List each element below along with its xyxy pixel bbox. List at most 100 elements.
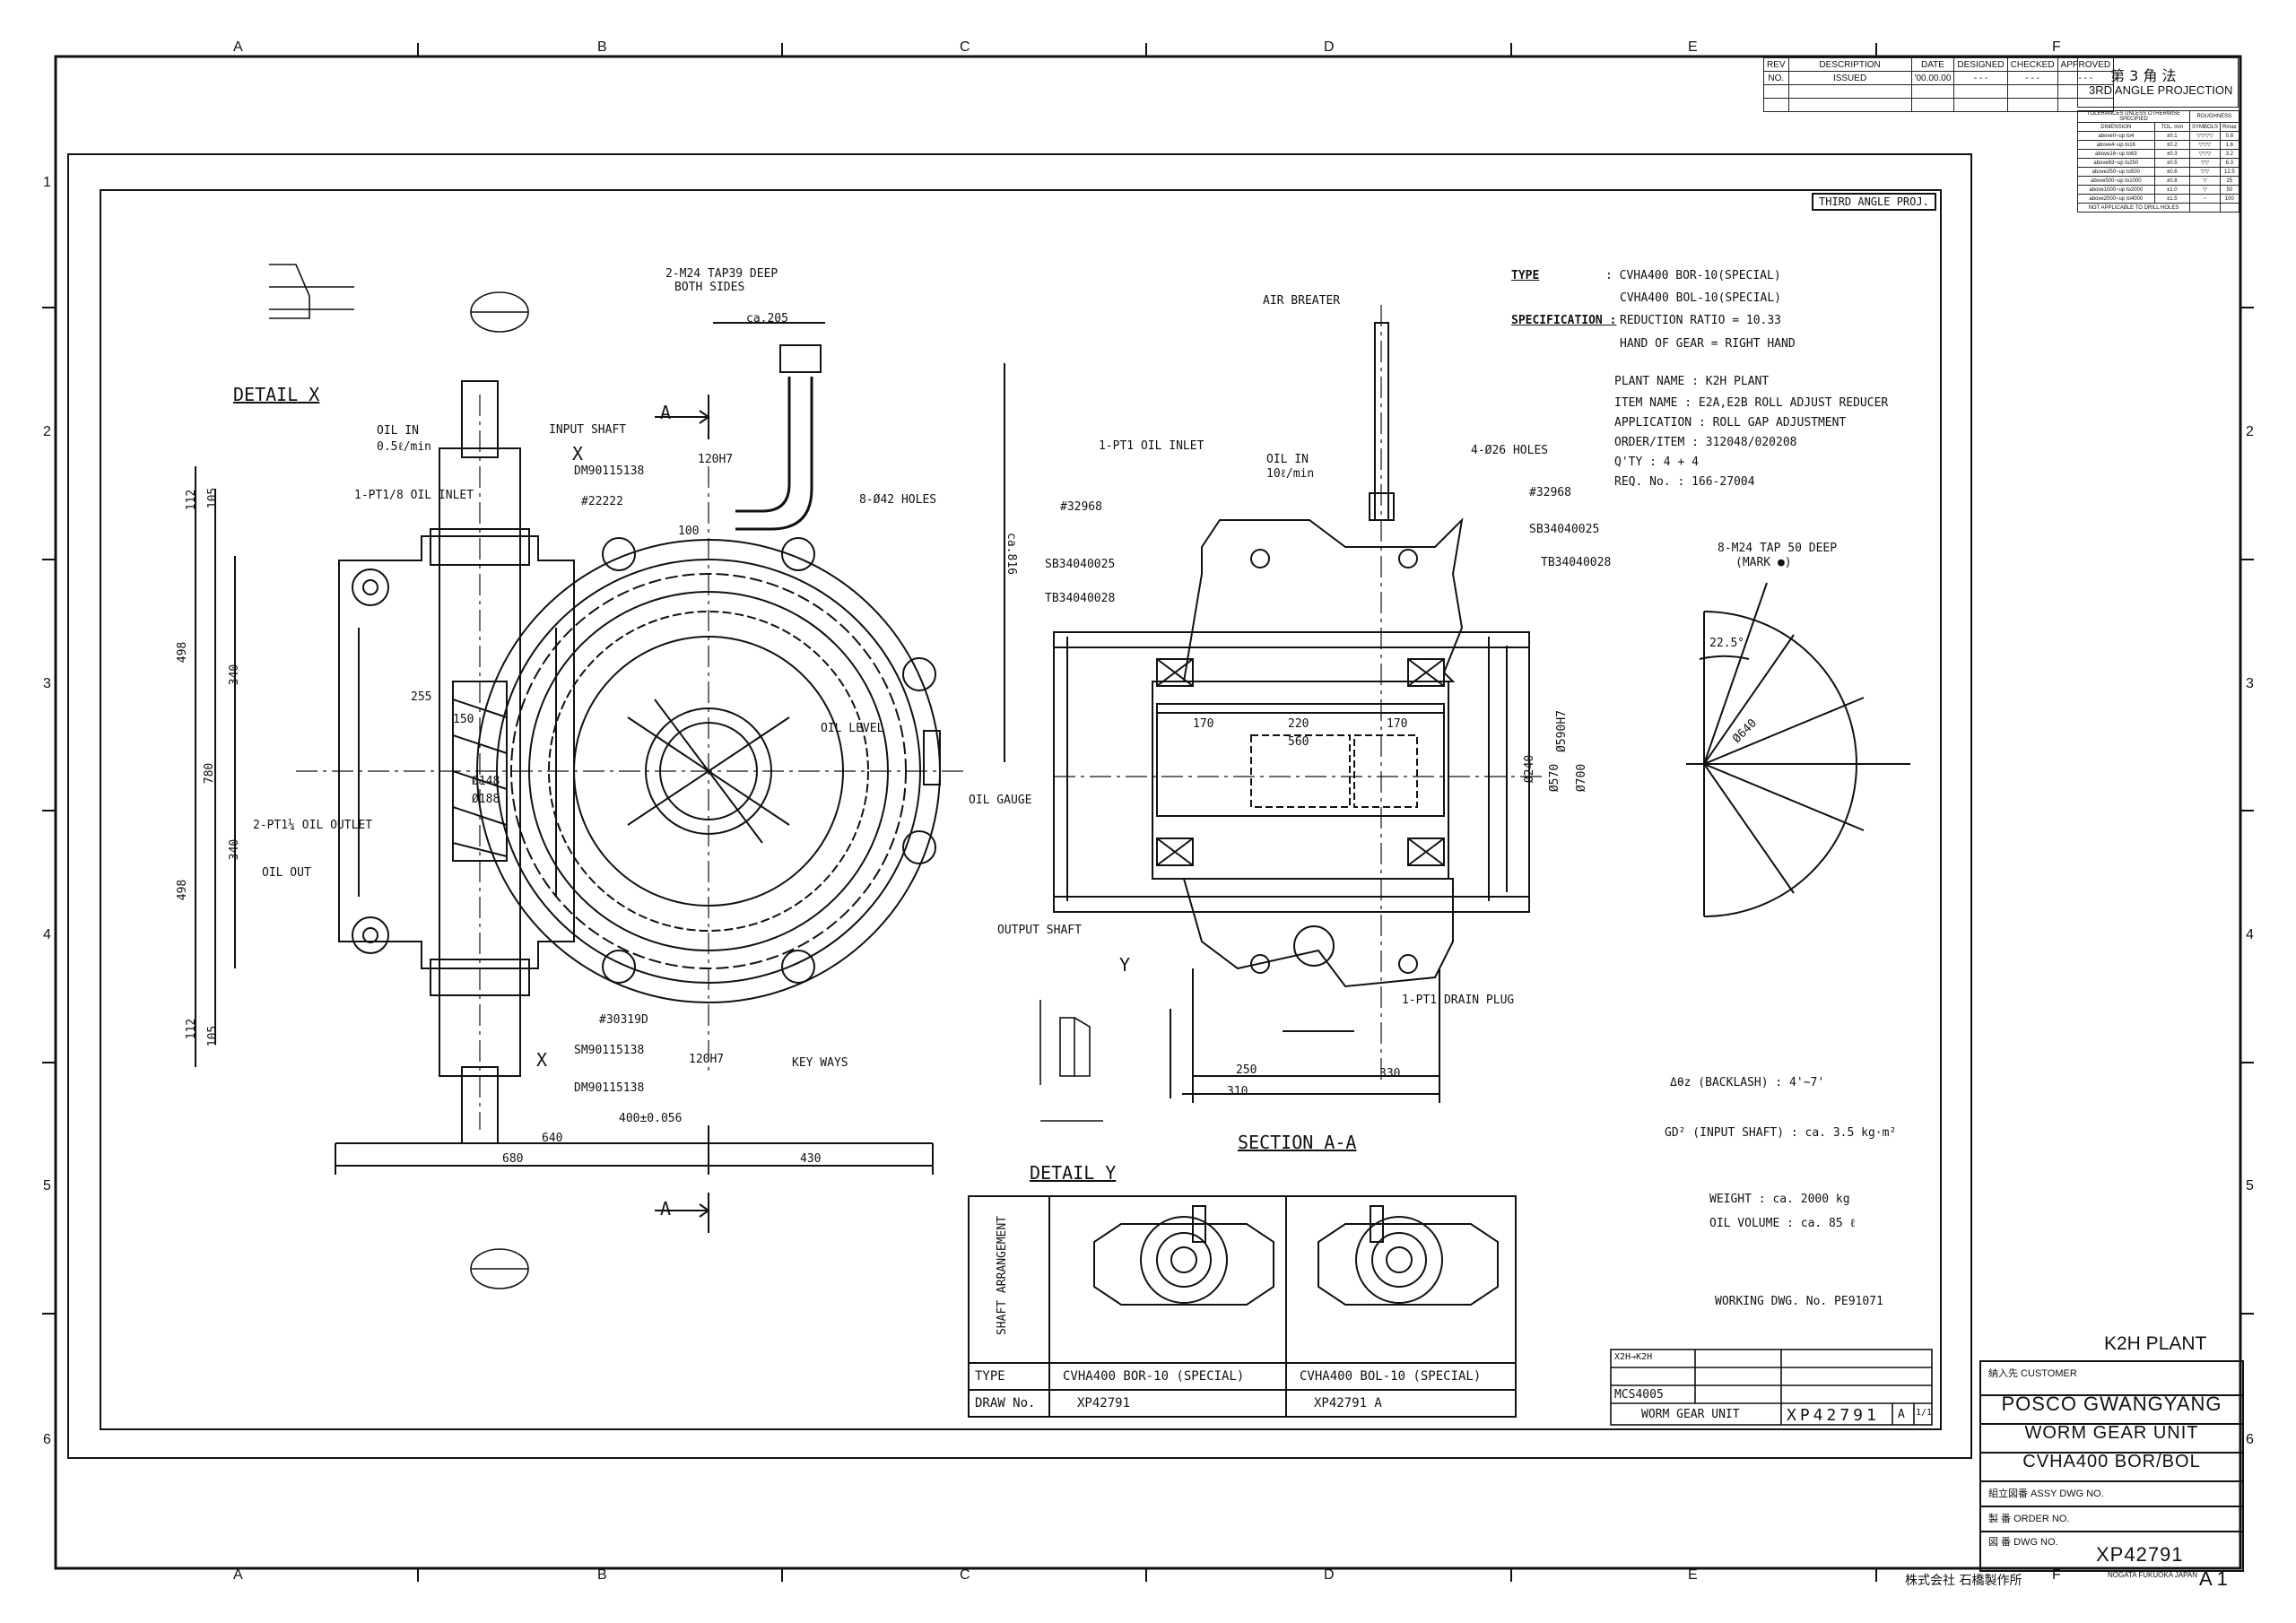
tol-row-rmax: 0.8 xyxy=(2220,131,2239,141)
zone-5-left: 5 xyxy=(43,1178,51,1193)
zone-f-bottom: F xyxy=(2052,1567,2061,1583)
dwg-no-label: 図 番 DWG NO. xyxy=(1988,1537,2058,1548)
tol-row-tol: ±0.2 xyxy=(2153,140,2191,150)
label-oil-in2-rate: 10ℓ/min xyxy=(1266,467,1315,481)
tol-row-tol: ±0.5 xyxy=(2153,158,2191,168)
zone-c-bottom: C xyxy=(960,1567,970,1583)
dim-220: 220 xyxy=(1288,717,1309,731)
tol-row-dim: above250~up to500 xyxy=(2077,167,2155,177)
zone-d-top: D xyxy=(1324,39,1335,55)
label-holes: 8-Ø42 HOLES xyxy=(859,493,937,507)
tol-row-tol: ±1.5 xyxy=(2153,194,2191,204)
rev-cell-checked: - - - xyxy=(2006,71,2058,85)
dim-105-bottom: 105 xyxy=(206,1025,221,1047)
label-inlet2: 1-PT1 OIL INLET xyxy=(1099,439,1205,453)
tol-row-sym: ▽▽▽ xyxy=(2188,140,2222,150)
label-x-top: X xyxy=(572,443,584,464)
zone-3-right: 3 xyxy=(2246,676,2254,691)
assy-dwg-label: 組立図番 ASSY DWG NO. xyxy=(1988,1488,2104,1499)
dim-340-top: 340 xyxy=(228,664,242,686)
zone-b-top: B xyxy=(597,39,607,55)
label-oil-outlet: 2-PT1¼ OIL OUTLET xyxy=(253,819,373,832)
arrangement-draw-bol: XP42791 A xyxy=(1285,1389,1517,1418)
dwg-no: XP42791 xyxy=(2096,1543,2184,1566)
label-tb-left: TB34040028 xyxy=(1045,592,1116,605)
spec-type-label: TYPE xyxy=(1511,269,1540,282)
zone-4-left: 4 xyxy=(43,927,51,942)
tol-row-tol: ±1.0 xyxy=(2153,185,2191,195)
tol-row-sym: ▽▽▽ xyxy=(2188,149,2222,159)
working-dwg-note: WORKING DWG. No. PE91071 xyxy=(1715,1295,1883,1308)
zone-6-right: 6 xyxy=(2246,1432,2254,1447)
label-sb-left: SB34040025 xyxy=(1045,558,1116,571)
dim-780: 780 xyxy=(203,762,217,785)
tolerance-table: TOLERANCES UNLESS OTHERWISE SPECIFIED RO… xyxy=(2077,110,2239,213)
projection-box: 第 3 角 法 3RD ANGLE PROJECTION xyxy=(2077,57,2239,108)
customer-name: POSCO GWANGYANG xyxy=(2001,1393,2222,1415)
tol-row-rmax: 6.3 xyxy=(2220,158,2239,168)
dim-120-bottom: 120H7 xyxy=(689,1053,725,1066)
label-input-shaft: INPUT SHAFT xyxy=(549,423,627,437)
tol-row-rmax: 100 xyxy=(2220,194,2239,204)
label-dm-top: DM90115138 xyxy=(574,464,645,478)
spec-label: SPECIFICATION : xyxy=(1511,314,1617,327)
section-aa-label: SECTION A-A xyxy=(1238,1132,1357,1153)
tol-h-rmax: Rmax xyxy=(2220,122,2239,132)
tol-row-dim: above63~up to250 xyxy=(2077,158,2155,168)
dim-590: Ø590H7 xyxy=(1554,710,1569,752)
arrangement-draw-bor: XP42791 xyxy=(1048,1389,1287,1418)
arrangement-sketch-bol xyxy=(1285,1195,1517,1364)
spec-order: ORDER/ITEM : 312048/020208 xyxy=(1614,436,1797,449)
zone-a-bottom: A xyxy=(233,1567,243,1583)
dim-120-top: 120H7 xyxy=(698,453,734,466)
label-oil-inlet: 1-PT1/8 OIL INLET xyxy=(354,489,474,502)
tol-row-dim: above1000~up to2000 xyxy=(2077,185,2155,195)
spec-application: APPLICATION : ROLL GAP ADJUSTMENT xyxy=(1614,416,1847,430)
dim-112-top: 112 xyxy=(185,489,199,511)
maker-name: 株式会社 石橋製作所 xyxy=(1905,1574,2022,1588)
inner-number: XP42791 xyxy=(1787,1406,1880,1425)
inner-rev: A xyxy=(1898,1408,1905,1421)
detail-y-label: DETAIL Y xyxy=(1030,1162,1117,1184)
tol-row-rmax: 50 xyxy=(2220,185,2239,195)
label-bearing-32968-right: #32968 xyxy=(1529,486,1571,499)
tol-row-rmax: 25 xyxy=(2220,176,2239,186)
projection-en: 3RD ANGLE PROJECTION xyxy=(2089,83,2233,97)
arrangement-type-bol: CVHA400 BOL-10 (SPECIAL) xyxy=(1285,1362,1517,1391)
label-arrow-a-top: A xyxy=(660,402,672,423)
label-sm: SM90115138 xyxy=(574,1044,645,1057)
label-oil-out: OIL OUT xyxy=(262,866,311,880)
label-oil-in: OIL IN xyxy=(377,424,419,438)
tol-row-sym: ▽ xyxy=(2188,176,2222,186)
tol-title: TOLERANCES UNLESS OTHERWISE SPECIFIED xyxy=(2077,110,2190,123)
dim-250: 250 xyxy=(1236,1063,1257,1077)
dim-22-5-deg: 22.5° xyxy=(1709,637,1745,650)
dim-430: 430 xyxy=(800,1152,822,1166)
detail-x-label: DETAIL X xyxy=(233,384,320,405)
arrangement-type-bor: CVHA400 BOR-10 (SPECIAL) xyxy=(1048,1362,1287,1391)
dim-700: Ø700 xyxy=(1575,763,1589,793)
tol-row-rmax: 12.5 xyxy=(2220,167,2239,177)
dim-330: 330 xyxy=(1379,1067,1401,1081)
tol-h-tol: TOL. mm xyxy=(2153,122,2191,132)
inner-sheet: 1/1 xyxy=(1916,1408,1933,1418)
inner-frame xyxy=(100,189,1942,1430)
tol-note: NOT APPLICABLE TO DRILL HOLES xyxy=(2077,203,2190,213)
outer-border xyxy=(54,55,2242,1570)
tap-mark: (MARK ●) xyxy=(1735,556,1792,569)
tol-row-dim: above0~up to4 xyxy=(2077,131,2155,141)
order-no-label: 製 番 ORDER NO. xyxy=(1988,1514,2070,1524)
dim-150: 150 xyxy=(453,713,474,726)
plant-name: K2H PLANT xyxy=(2104,1333,2207,1354)
dim-640: 640 xyxy=(542,1132,563,1145)
inner-dwg-code: MCS4005 xyxy=(1614,1388,1664,1402)
projection-jp: 第 3 角 法 xyxy=(2110,67,2177,84)
dim-340-bottom: 340 xyxy=(228,838,242,861)
maker-location: NOGATA FUKUOKA JAPAN xyxy=(2108,1571,2198,1579)
tol-roughness: ROUGHNESS xyxy=(2189,110,2239,123)
label-arrow-a-bottom: A xyxy=(660,1198,672,1219)
tol-row-sym: ▽▽▽▽ xyxy=(2188,131,2222,141)
label-x-bottom: X xyxy=(536,1049,548,1071)
dim-148: Ø148 xyxy=(472,775,500,788)
dim-188: Ø188 xyxy=(472,793,500,806)
